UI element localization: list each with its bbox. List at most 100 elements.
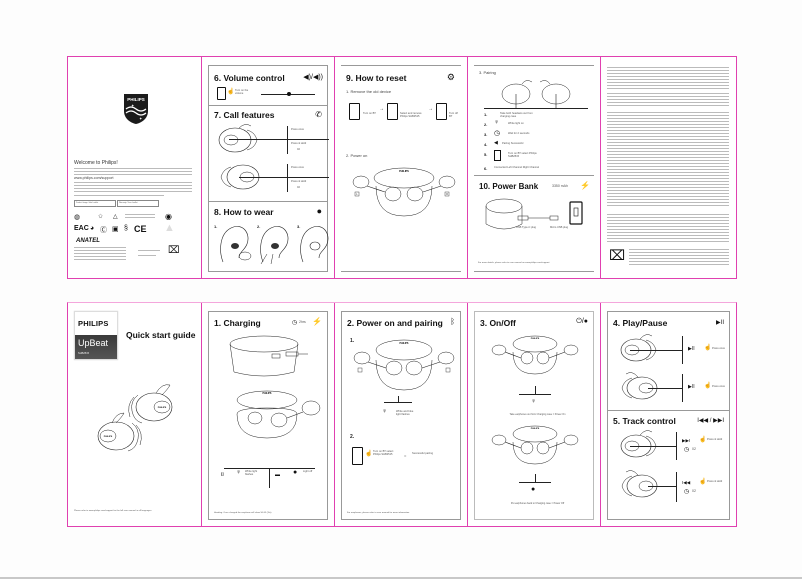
reset-step-1: 1. Remove the old device (346, 89, 392, 94)
light-bulb-icon: ♀ (382, 408, 388, 415)
phone-bt-on-icon (349, 103, 360, 120)
track-control-title: 5. Track control (613, 416, 676, 426)
bracket-line (535, 386, 536, 394)
product-badge: PHILIPS UpBeat SHB2515 (74, 311, 118, 360)
divider (209, 105, 327, 106)
weee-bin-icon: ⌧ (609, 247, 626, 263)
power-bank-title: 10. Power Bank (479, 182, 539, 191)
legal-text-cjk-2 (607, 214, 729, 242)
tap-hand-icon: ☝ (227, 89, 235, 95)
power-icon: ⏻/● (576, 318, 588, 325)
legal-text-cjk (607, 112, 729, 207)
product-info-button[interactable]: Product Image / Info Leaflet (74, 200, 116, 207)
tap-hand-icon: ☝ (704, 345, 712, 351)
ce-mark-icon: CE (134, 224, 147, 234)
anatel-logo: ANATEL (76, 238, 100, 244)
legal-panel: ⌧ (601, 57, 736, 278)
earbud-left-illustration (220, 164, 260, 190)
bracket-line (384, 402, 412, 403)
tap-hand-icon: ☝ (704, 383, 712, 389)
welcome-title: Welcome to Philips! (74, 160, 118, 166)
speaker-icon: ◀ (494, 140, 498, 146)
pointer-line (648, 388, 682, 389)
eac-icon: EAC (74, 225, 89, 232)
phone-bluetooth-icon (352, 447, 363, 465)
svg-text:PHILIPS: PHILIPS (104, 436, 113, 438)
battery-charge-icon: ⚡ (312, 317, 322, 326)
play-pause-icon: ▶II (716, 320, 724, 326)
cert-circle-icon: ◉ (165, 212, 172, 221)
reset-title: 9. How to reset (346, 73, 407, 83)
support-url[interactable]: www.philips.com/support (74, 176, 114, 180)
ear-illustration-2 (260, 226, 289, 265)
charging-case-illustration: PHILIPS (352, 167, 456, 217)
cert-text (125, 214, 155, 219)
top-sheet: PHILIPS ✦ ✦ Welcome to Philips! www.phil… (67, 56, 737, 279)
cert-round-icon: ◕ (90, 225, 95, 232)
bottom-sheet: PHILIPS UpBeat SHB2515 Quick start guide… (67, 302, 737, 527)
equals-sign: = (404, 453, 407, 458)
brand-logo: PHILIPS (78, 319, 109, 328)
capacity-label: 3350 mAh (552, 184, 568, 188)
light-bulb-filled-icon: ● (293, 469, 298, 476)
bracket-line (535, 474, 536, 482)
how-to-wear-title: 8. How to wear (214, 207, 274, 217)
reset-step-2: 2. Power on (346, 153, 368, 158)
bracket-line (676, 472, 677, 502)
divider (474, 175, 594, 176)
phone-icon (494, 150, 501, 161)
bracket-line (287, 164, 288, 192)
volume-knob (287, 92, 291, 96)
welcome-body (74, 168, 192, 176)
window-bottom-edge (0, 577, 802, 579)
battery-charging-icon: ⌷ (221, 472, 225, 478)
tap-hand-icon: ☝ (365, 451, 373, 457)
timer-icon: ◷ (684, 447, 690, 453)
bracket-line (676, 432, 677, 460)
content-box: 6. Volume control ◀)/◀)) ☝ Turn on the v… (208, 65, 329, 272)
bracket-line (519, 482, 551, 483)
product-name: UpBeat (78, 338, 109, 348)
battery-charge-icon: ⚡ (580, 181, 590, 190)
content-box: 4. Play/Pause ▶II ▶II ☝ Press once ▶II (607, 311, 730, 520)
earbud-right-illustration (620, 430, 657, 458)
svg-text:PHILIPS: PHILIPS (127, 97, 145, 102)
battery-full-icon: ▬ (275, 472, 280, 478)
on-off-title: 3. On/Off (480, 318, 516, 328)
divider (608, 410, 729, 411)
play-pause-icon: ▶II (688, 384, 695, 390)
pointer-line (630, 350, 682, 351)
powerbank-footnote: For more details, please refer to user m… (478, 262, 550, 264)
charging-panel: 1. Charging ◷ 2hrs ⚡ PHILIPS (202, 303, 335, 526)
bracket-line (269, 468, 270, 488)
pointer-line (648, 486, 676, 487)
svg-text:PHILIPS: PHILIPS (531, 338, 540, 340)
head-icon: ● (316, 206, 322, 216)
svg-text:PHILIPS: PHILIPS (531, 428, 540, 430)
pairing-title: 3. Pairing (479, 70, 496, 75)
cert-triangle-icon: △ (113, 214, 118, 220)
open-case-illustration: PHILIPS (236, 390, 321, 439)
back-cover-panel: PHILIPS ✦ ✦ Welcome to Philips! www.phil… (68, 57, 202, 278)
ear-illustration-3 (300, 226, 329, 263)
gear-icon: ⚙ (446, 72, 455, 82)
charging-title: 1. Charging (214, 318, 261, 328)
weee-bin-icon: ⌧ (168, 245, 180, 256)
charging-footnote: Heading: Once charged the earphone will … (214, 512, 272, 514)
weee-text (629, 249, 729, 265)
pointer-line (229, 139, 329, 140)
model-code-line-2 (138, 255, 156, 257)
cert-star-icon: ✩ (98, 214, 104, 220)
bluetooth-icon: ᛒ (450, 317, 455, 326)
svg-text:✦: ✦ (139, 116, 143, 121)
info-line (74, 195, 164, 197)
bracket-line (682, 336, 683, 364)
quick-start-title: Quick start guide (126, 330, 196, 340)
content-box: 1. Charging ◷ 2hrs ⚡ PHILIPS (208, 311, 328, 520)
earbuds-cover-illustration: PHILIPS PHILIPS (97, 384, 173, 452)
next-track-icon: ▶▶I (682, 438, 691, 443)
divider (209, 201, 327, 202)
bracket-line (398, 396, 399, 402)
pairing-footnote: For earphones, please refer to user manu… (347, 512, 410, 514)
warranty-button[interactable]: Warranty / User Leaflet (117, 200, 159, 207)
